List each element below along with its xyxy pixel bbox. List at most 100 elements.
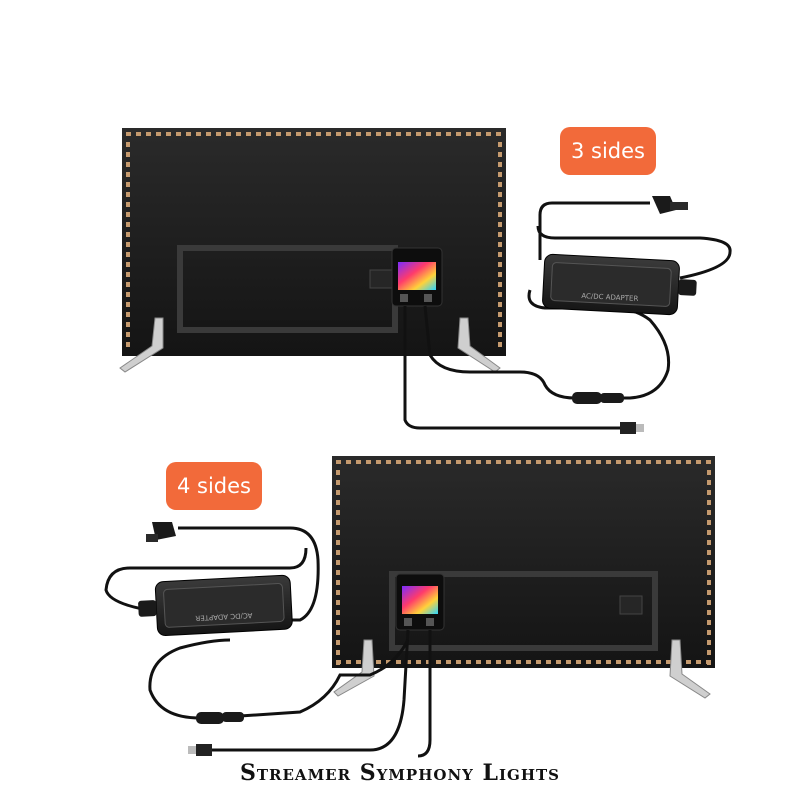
led-dot — [126, 312, 130, 317]
led-dot — [356, 460, 361, 464]
led-dot — [626, 460, 631, 464]
led-dot — [707, 490, 711, 495]
led-dot — [386, 660, 391, 664]
led-dot — [498, 262, 502, 267]
led-dot — [498, 282, 502, 287]
led-dot — [536, 660, 541, 664]
led-dot — [498, 272, 502, 277]
led-dot — [336, 510, 340, 515]
led-dot — [126, 152, 130, 157]
tv-mount-frame — [177, 245, 398, 333]
led-dot — [336, 630, 340, 635]
tv-back-panel — [332, 456, 715, 668]
led-dot — [676, 460, 681, 464]
led-dot — [126, 322, 130, 327]
led-dot — [336, 590, 340, 595]
led-dot — [176, 132, 181, 136]
led-dot — [276, 132, 281, 136]
power-plug-bottom — [146, 522, 176, 542]
led-dot — [606, 660, 611, 664]
led-dot — [336, 610, 340, 615]
led-dot — [498, 212, 502, 217]
led-dot — [376, 460, 381, 464]
led-dot — [506, 660, 511, 664]
badge-3-sides: 3 sides — [560, 127, 656, 175]
led-dot — [707, 480, 711, 485]
badge-4-sides: 4 sides — [166, 462, 262, 510]
led-dot — [446, 132, 451, 136]
led-dot — [336, 490, 340, 495]
led-dot — [696, 660, 701, 664]
led-dot — [346, 660, 351, 664]
led-dot — [498, 202, 502, 207]
tv-3-sides — [119, 128, 506, 373]
led-dot — [336, 520, 340, 525]
led-dot — [686, 660, 691, 664]
led-dot — [498, 192, 502, 197]
led-dot — [446, 460, 451, 464]
tv-back-panel — [122, 128, 506, 356]
led-dot — [406, 660, 411, 664]
led-dot — [498, 182, 502, 187]
led-dot — [126, 202, 130, 207]
led-dot — [336, 540, 340, 545]
led-dot — [126, 262, 130, 267]
led-dot — [586, 460, 591, 464]
led-dot — [636, 660, 641, 664]
led-dot — [306, 132, 311, 136]
led-dot — [498, 172, 502, 177]
led-dot — [466, 132, 471, 136]
led-dot — [156, 132, 161, 136]
led-dot — [256, 132, 261, 136]
led-dot — [336, 580, 340, 585]
led-dot — [596, 660, 601, 664]
led-dot — [486, 460, 491, 464]
led-dot — [336, 132, 341, 136]
led-dot — [296, 132, 301, 136]
led-dot — [316, 132, 321, 136]
led-dot — [696, 460, 701, 464]
led-dot — [416, 132, 421, 136]
led-dot — [707, 600, 711, 605]
led-dot — [356, 132, 361, 136]
control-box-display — [398, 262, 436, 290]
led-dot — [396, 660, 401, 664]
led-dot — [666, 460, 671, 464]
led-dot — [516, 460, 521, 464]
led-dot — [166, 132, 171, 136]
led-dot — [498, 342, 502, 347]
led-dot — [286, 132, 291, 136]
led-dot — [126, 162, 130, 167]
led-dot — [336, 640, 340, 645]
led-dot — [246, 132, 251, 136]
dc-inline-connector-top — [572, 392, 624, 404]
led-dot — [498, 162, 502, 167]
led-dot — [606, 460, 611, 464]
led-dot — [656, 660, 661, 664]
led-dot — [616, 660, 621, 664]
led-dot — [707, 510, 711, 515]
power-plug-top — [652, 196, 688, 214]
led-dot — [498, 312, 502, 317]
led-dot — [376, 132, 381, 136]
led-dot — [226, 132, 231, 136]
tv-mount-frame — [389, 571, 658, 651]
led-dot — [336, 600, 340, 605]
led-dot — [456, 132, 461, 136]
led-dot — [126, 282, 130, 287]
led-dot — [546, 660, 551, 664]
led-dot — [426, 460, 431, 464]
usb-plug-bottom — [188, 744, 212, 756]
led-dot — [436, 132, 441, 136]
led-dot — [126, 302, 130, 307]
led-dot — [436, 460, 441, 464]
led-dot — [126, 342, 130, 347]
led-dot — [646, 460, 651, 464]
led-dot — [446, 660, 451, 664]
led-dot — [498, 292, 502, 297]
led-dot — [498, 222, 502, 227]
led-dot — [498, 152, 502, 157]
led-dot — [336, 570, 340, 575]
led-dot — [406, 460, 411, 464]
adapter-label-top: AC/DC ADAPTER — [581, 292, 639, 303]
